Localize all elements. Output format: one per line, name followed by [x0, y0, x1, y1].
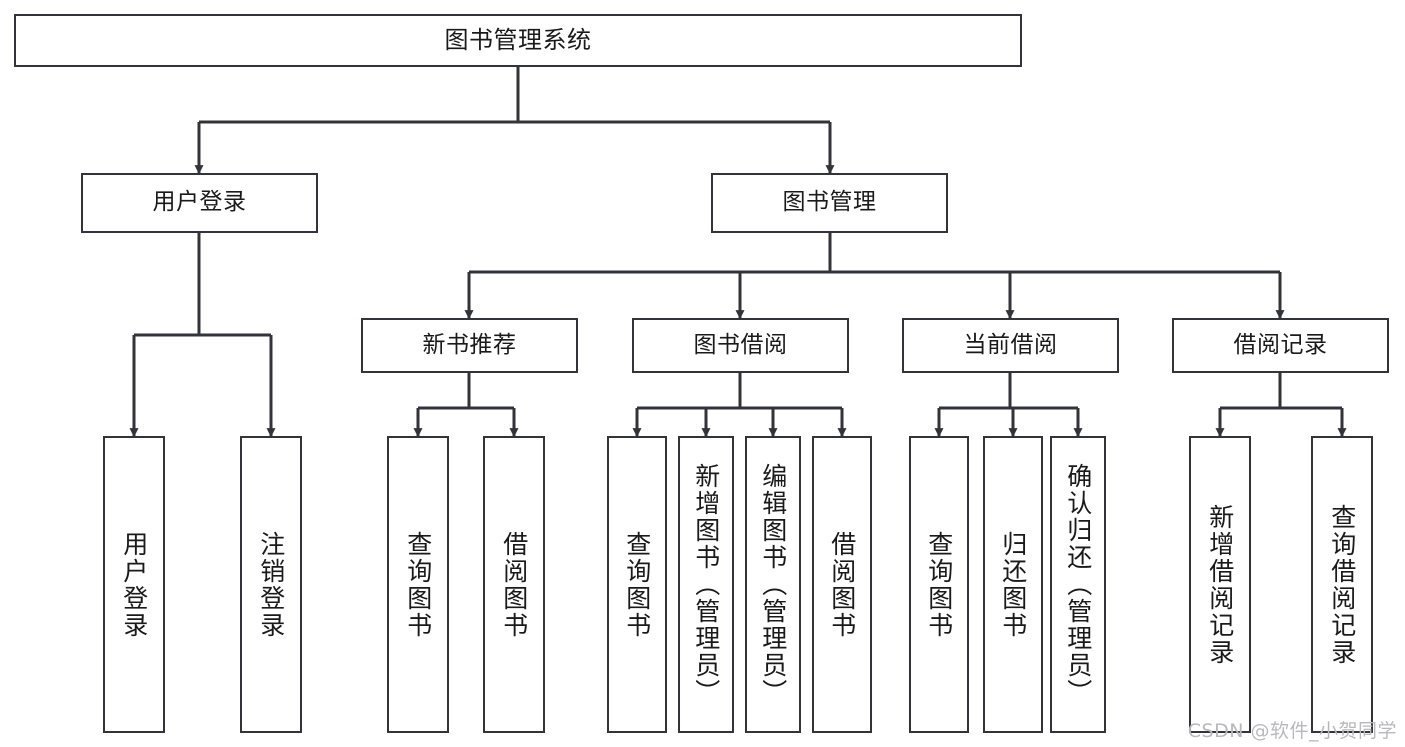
node-new-book-recommend[interactable]: 新书推荐 [361, 318, 578, 373]
node-leaf-borrow-book-recommend[interactable]: 借阅图书 [483, 436, 545, 733]
node-root-system[interactable]: 图书管理系统 [14, 14, 1022, 67]
node-leaf-query-book-recommend[interactable]: 查询图书 [387, 436, 449, 733]
node-leaf-user-login[interactable]: 用户登录 [103, 436, 165, 733]
csdn-watermark: CSDN @软件_小贺同学 [1187, 720, 1397, 742]
node-leaf-confirm-return-admin[interactable]: 确认归还（管理员） [1050, 436, 1106, 733]
node-leaf-edit-book-admin[interactable]: 编辑图书（管理员） [745, 436, 801, 733]
node-leaf-query-book-current[interactable]: 查询图书 [909, 436, 969, 733]
node-leaf-borrow-book[interactable]: 借阅图书 [812, 436, 872, 733]
node-user-login[interactable]: 用户登录 [81, 173, 318, 233]
node-current-borrow[interactable]: 当前借阅 [902, 318, 1119, 373]
node-leaf-add-book-admin[interactable]: 新增图书（管理员） [678, 436, 734, 733]
node-leaf-return-book[interactable]: 归还图书 [983, 436, 1043, 733]
node-leaf-query-book-borrow[interactable]: 查询图书 [607, 436, 667, 733]
node-leaf-logout[interactable]: 注销登录 [240, 436, 302, 733]
node-leaf-query-borrow-record[interactable]: 查询借阅记录 [1311, 436, 1373, 733]
node-borrow-record[interactable]: 借阅记录 [1172, 318, 1389, 373]
node-book-borrow[interactable]: 图书借阅 [632, 318, 849, 373]
node-book-manage[interactable]: 图书管理 [711, 173, 948, 233]
node-leaf-add-borrow-record[interactable]: 新增借阅记录 [1189, 436, 1251, 733]
